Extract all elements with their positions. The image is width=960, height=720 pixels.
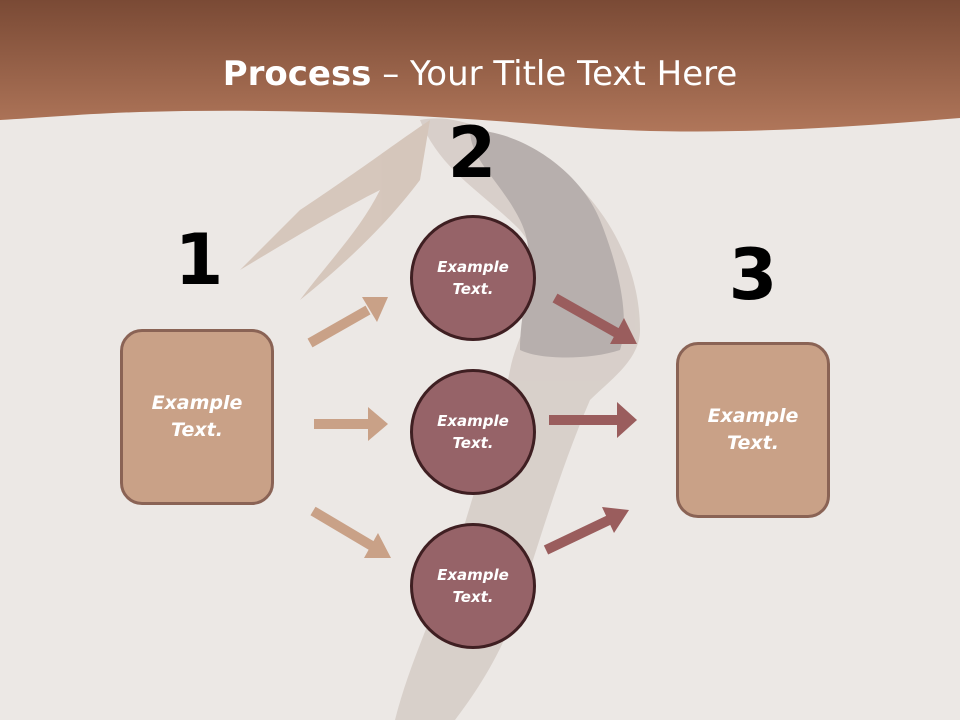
header-band [0,0,960,132]
arrow-from-circle-2 [549,402,637,438]
right-box: Example Text. [676,342,830,518]
circle-2-text: Example Text. [437,411,509,453]
arrow-from-circle-3 [543,507,629,555]
step-number-1: 1 [174,219,224,301]
circle-2: Example Text. [410,369,536,495]
arrow-from-circle-1 [552,293,637,344]
circle-3: Example Text. [410,523,536,649]
arrow-to-circle-1 [307,297,388,348]
circle-1: Example Text. [410,215,536,341]
arrow-to-circle-3 [310,506,391,558]
left-box-text: Example Text. [151,392,243,441]
title-bold: Process [222,54,372,94]
circle-3-text: Example Text. [437,565,509,607]
circle-1-text: Example Text. [437,257,509,299]
step-number-2: 2 [447,112,497,194]
arrow-to-circle-2 [314,407,388,441]
slide-title: Process – Your Title Text Here [0,52,960,96]
step-number-3: 3 [728,234,778,316]
right-box-text: Example Text. [707,405,799,454]
left-box: Example Text. [120,329,274,505]
title-rest: – Your Title Text Here [371,54,738,94]
